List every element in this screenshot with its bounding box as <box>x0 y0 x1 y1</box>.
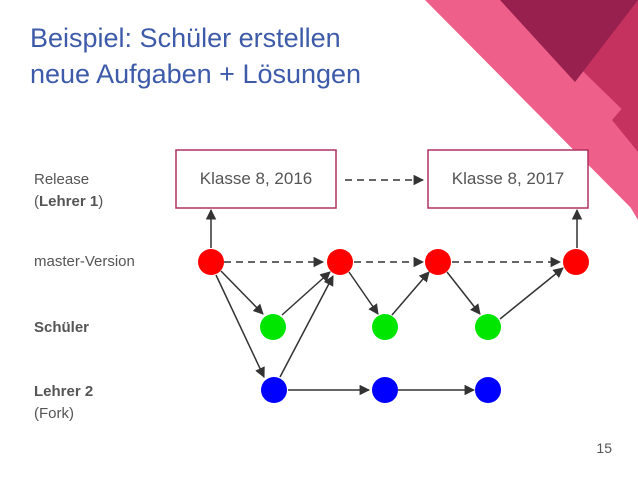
edge-s3-m4 <box>499 267 564 320</box>
master-node-2 <box>327 249 353 275</box>
deco-lower-dark <box>612 90 638 152</box>
edge-s2-m3 <box>391 271 430 316</box>
label-fork: (Fork) <box>34 405 74 422</box>
edge-s1-m2 <box>281 271 331 316</box>
release-label-2016: Klasse 8, 2016 <box>200 169 312 188</box>
schueler-node-2 <box>372 314 398 340</box>
title-line-1: Beispiel: Schüler erstellen <box>30 23 341 53</box>
edge-m3-s3 <box>446 271 481 315</box>
release-box-2016 <box>175 149 337 209</box>
lehrer2-node-2 <box>372 377 398 403</box>
lehrer2-node-3 <box>475 377 501 403</box>
schueler-node-3 <box>475 314 501 340</box>
schueler-node-1 <box>260 314 286 340</box>
release-label-2017: Klasse 8, 2017 <box>452 169 564 188</box>
label-master: master-Version <box>34 253 135 270</box>
master-node-3 <box>425 249 451 275</box>
slide-title: Beispiel: Schüler erstellen neue Aufgabe… <box>30 20 450 92</box>
label-schueler: Schüler <box>34 319 89 336</box>
edge-m1-s1 <box>220 270 264 315</box>
page-number: 15 <box>596 440 612 456</box>
label-lehrer2: Lehrer 2 <box>34 383 93 400</box>
label-lehrer1: (Lehrer 1) <box>34 193 103 210</box>
edge-m2-s2 <box>348 271 379 315</box>
master-node-4 <box>563 249 589 275</box>
deco-dark-triangle <box>500 0 638 82</box>
edge-m1-l1 <box>215 274 265 378</box>
label-release: Release <box>34 171 89 188</box>
edge-l1-m2 <box>279 275 334 378</box>
title-line-2: neue Aufgaben + Lösungen <box>30 59 362 89</box>
release-box-2017 <box>427 149 589 209</box>
lehrer2-node-1 <box>261 377 287 403</box>
master-node-1 <box>198 249 224 275</box>
